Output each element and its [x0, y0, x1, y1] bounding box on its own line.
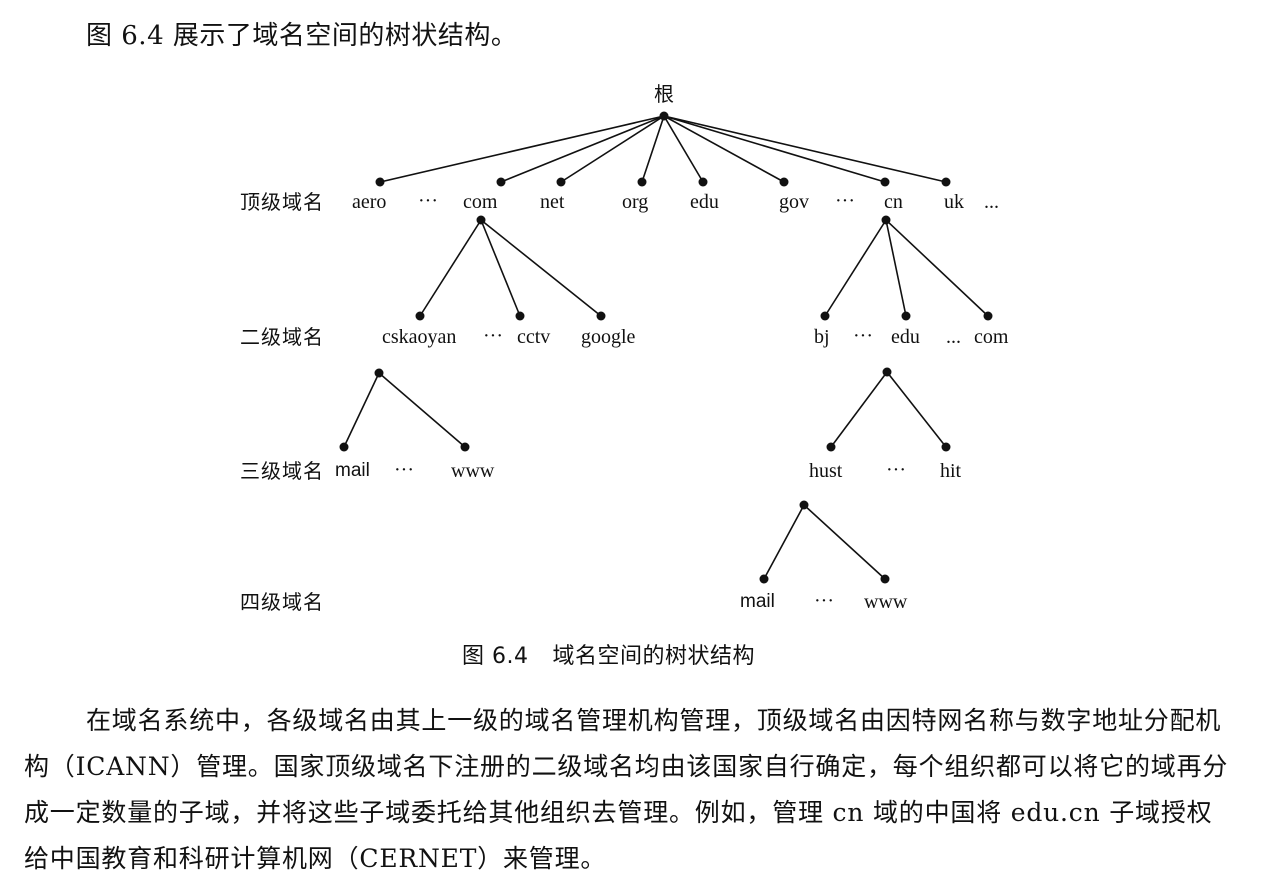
node-dot-hit: [941, 442, 951, 452]
node-dot-edu: [698, 177, 708, 187]
node-label-ellipsis-third-1: ···: [394, 459, 414, 481]
edge-cskaoyan-mail: [343, 372, 380, 448]
node-label-cn: cn: [884, 191, 903, 213]
level-label-top: 顶级域名: [240, 190, 324, 214]
node-dot-cctv: [515, 311, 525, 321]
node-label-hit: hit: [940, 460, 962, 482]
node-dot-edu-branch: [882, 367, 892, 377]
node-label-ellipsis-second-1: ···: [483, 325, 503, 347]
node-label-ellipsis-second-2: ···: [853, 325, 873, 347]
node-label-edu-cn: edu: [891, 326, 920, 348]
node-dot-gov: [779, 177, 789, 187]
node-label-net: net: [540, 191, 565, 213]
node-label-edu: edu: [690, 191, 719, 213]
node-label-hust: hust: [809, 460, 843, 482]
node-label-ellipsis-second-3: ...: [946, 326, 961, 348]
node-label-ellipsis-top-1: ···: [418, 190, 438, 212]
level-label-fourth: 四级域名: [240, 590, 324, 614]
edge-root-org: [641, 115, 665, 183]
node-dot-mail-3: [339, 442, 349, 452]
node-dot-com-branch: [476, 215, 486, 225]
node-dot-mail-4: [759, 574, 769, 584]
node-label-aero: aero: [352, 191, 387, 213]
edge-root-cn: [663, 115, 886, 183]
edge-cn-com: [885, 219, 989, 317]
node-dot-www-3: [460, 442, 470, 452]
node-dot-hust-branch: [799, 500, 809, 510]
edge-cn-edu: [885, 219, 907, 317]
level-label-second: 二级域名: [240, 325, 324, 349]
node-label-www-4: www: [864, 591, 908, 613]
node-dot-net: [556, 177, 566, 187]
edge-hust-mail: [763, 504, 805, 580]
node-label-ellipsis-third-2: ···: [886, 459, 906, 481]
node-dot-org: [637, 177, 647, 187]
edge-hust-www: [803, 504, 886, 580]
node-label-com-cn: com: [974, 326, 1009, 348]
intro-sentence: 图 6.4 展示了域名空间的树状结构。: [86, 21, 518, 51]
node-label-ellipsis-top-2: ···: [835, 190, 855, 212]
edge-root-uk: [663, 115, 947, 183]
node-dot-edu-cn: [901, 311, 911, 321]
node-dot-cn-branch: [881, 215, 891, 225]
edge-edu-hit: [886, 371, 947, 448]
figure-caption-number: 图 6.4: [462, 644, 529, 669]
node-label-uk: uk: [944, 191, 964, 213]
edge-root-aero: [379, 115, 665, 183]
node-label-ellipsis-fourth: ···: [814, 590, 834, 612]
node-dot-aero: [375, 177, 385, 187]
node-label-cctv: cctv: [517, 326, 551, 348]
edge-root-edu: [663, 115, 704, 183]
node-dot-hust: [826, 442, 836, 452]
edge-root-gov: [663, 115, 785, 183]
node-dot-google: [596, 311, 606, 321]
edge-cn-bj: [824, 219, 887, 317]
node-label-google: google: [581, 326, 636, 348]
node-label-gov: gov: [779, 191, 809, 213]
node-dot-www-4: [880, 574, 890, 584]
figure-caption: 图 6.4 域名空间的树状结构: [462, 642, 755, 672]
node-dot-uk: [941, 177, 951, 187]
domain-tree-lines: [339, 111, 993, 584]
domain-tree-diagram: 根 顶级域名 二级域名 三级域名 四级域名 aero ··· com net o…: [240, 82, 1009, 614]
root-label: 根: [654, 82, 674, 106]
node-label-bj: bj: [814, 326, 830, 348]
body-paragraph-container: 在域名系统中，各级域名由其上一级的域名管理机构管理，顶级域名由因特网名称与数字地…: [24, 698, 1234, 882]
edge-cskaoyan-www: [378, 372, 466, 448]
edge-root-net: [560, 115, 665, 183]
node-label-cskaoyan: cskaoyan: [382, 326, 457, 348]
node-dot-cskaoyan-branch: [374, 368, 384, 378]
node-label-www-3: www: [451, 460, 495, 482]
node-label-mail-4: mail: [740, 591, 775, 612]
node-label-com: com: [463, 191, 498, 213]
node-label-org: org: [622, 191, 649, 213]
body-paragraph: 在域名系统中，各级域名由其上一级的域名管理机构管理，顶级域名由因特网名称与数字地…: [24, 706, 1229, 873]
node-label-ellipsis-top-3: ...: [984, 191, 999, 213]
node-dot-cn: [880, 177, 890, 187]
node-dot-cskaoyan: [415, 311, 425, 321]
edge-com-google: [480, 219, 602, 317]
edge-root-com: [500, 115, 665, 183]
node-dot-root: [659, 111, 669, 121]
node-dot-com: [496, 177, 506, 187]
edge-com-cctv: [480, 219, 521, 317]
edge-edu-hust: [830, 371, 888, 448]
level-label-third: 三级域名: [240, 459, 324, 483]
node-dot-com-cn: [983, 311, 993, 321]
edge-com-cskaoyan: [419, 219, 482, 317]
node-label-mail-3: mail: [335, 460, 370, 481]
figure-caption-title: 域名空间的树状结构: [552, 644, 755, 669]
node-dot-bj: [820, 311, 830, 321]
